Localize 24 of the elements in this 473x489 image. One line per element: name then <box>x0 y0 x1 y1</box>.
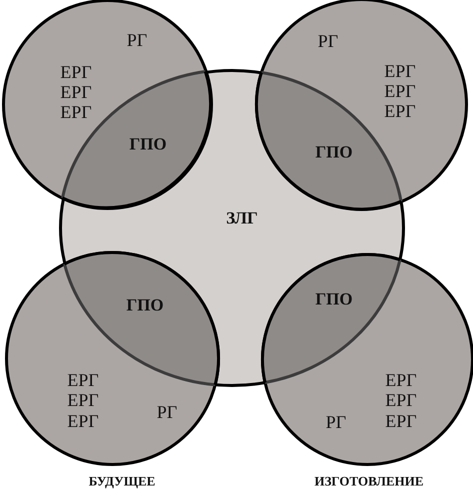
overlap-label: ГПО <box>315 290 353 308</box>
circle-label: ЕРГ <box>384 62 416 80</box>
overlap-label: ГПО <box>315 143 353 160</box>
circle-caption: БУДУЩЕЕ <box>88 474 156 488</box>
circle-label: ЕРГ <box>60 83 92 101</box>
circle-label: ЕРГ <box>60 63 92 81</box>
circle-caption: ИЗГОТОВЛЕНИЕ <box>314 474 424 488</box>
circle-label: ЕРГ <box>385 371 417 389</box>
circle-label: РГ <box>326 413 346 431</box>
circle-label: ЕРГ <box>384 102 416 120</box>
circle-label: ЕРГ <box>384 82 416 100</box>
circle-label: РГ <box>156 403 178 421</box>
circle-label: ЕРГ <box>385 391 417 409</box>
circle-label: ЕРГ <box>67 371 99 389</box>
circle-label: РГ <box>126 31 148 49</box>
circle-label: ЕРГ <box>60 103 92 121</box>
circle-label: ЕРГ <box>67 391 99 409</box>
circle-label: РГ <box>318 32 338 50</box>
center-label: ЗЛГ <box>226 210 258 226</box>
overlap-region <box>63 250 220 386</box>
circle-label: ЕРГ <box>67 412 99 430</box>
circle-label: ЕРГ <box>385 412 417 430</box>
overlap-label: ГПО <box>129 135 167 152</box>
overlap-label: ГПО <box>126 296 164 314</box>
